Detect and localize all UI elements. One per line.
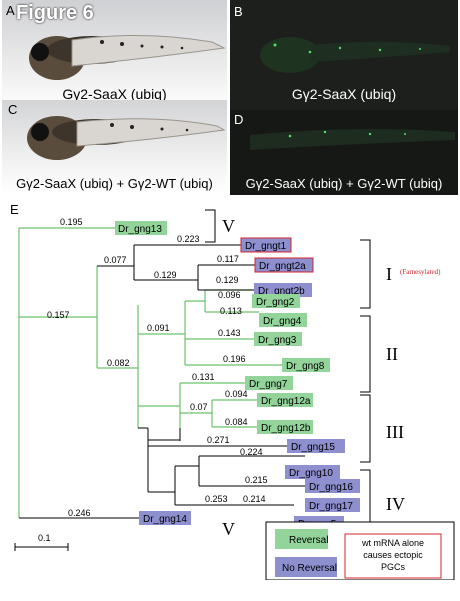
group-label: III (386, 422, 404, 442)
group-label: V (222, 519, 235, 539)
leaf-label: Dr_gng2 (256, 297, 295, 308)
leaf-label: Dr_gngt2a (259, 261, 306, 272)
panel-c: C Gγ2-SaaX (ubiq) + Gγ2-WT (ubiq) (2, 100, 227, 195)
panel-b-caption: Gγ2-SaaX (ubiq) (291, 86, 397, 102)
branch-length: 0.215 (245, 475, 268, 485)
panel-a: A Figure 6 Gγ2-SaaX (ubiq) (2, 0, 227, 110)
group-label: IV (386, 494, 405, 514)
branch-length: 0.224 (240, 447, 263, 457)
panel-d-caption: Gγ2-SaaX (ubiq) + Gγ2-WT (ubiq) (245, 176, 443, 191)
panel-a-caption: Gγ2-SaaX (ubiq) (62, 86, 167, 102)
branch-length: 0.214 (243, 494, 266, 504)
branch-length: 0.253 (205, 494, 228, 504)
branch-length: 0.117 (217, 254, 239, 264)
branch-length: 0.07 (190, 402, 208, 412)
group-label: V (222, 216, 235, 236)
zebrafish-larva-image-c (27, 116, 226, 160)
scale-label: 0.1 (38, 533, 51, 543)
panel-d: D Gγ2-SaaX (ubiq) + Gγ2-WT (ubiq) (230, 110, 458, 195)
branch-length: 0.084 (225, 417, 248, 427)
panel-d-letter: D (234, 112, 244, 127)
phylogenetic-tree: E (10, 202, 455, 580)
panel-c-caption: Gγ2-SaaX (ubiq) + Gγ2-WT (ubiq) (16, 176, 213, 191)
branch-length: 0.077 (104, 255, 127, 265)
leaf-label: Dr_gngt1 (245, 241, 287, 252)
legend-reversal: Reversal (289, 535, 328, 546)
branch-length: 0.113 (220, 306, 242, 316)
legend-wt-line2: causes ectopic (363, 550, 423, 560)
branch-length: 0.096 (218, 290, 241, 300)
branch-length: 0.129 (216, 275, 239, 285)
leaf-label: Dr_gngt2b (258, 286, 305, 297)
fluorescence-image-d (250, 129, 455, 150)
panel-a-letter: A (6, 3, 15, 18)
panel-b-letter: B (234, 4, 243, 19)
leaf-label: Dr_gng17 (309, 501, 353, 512)
branch-length: 0.157 (47, 310, 70, 320)
group-label: I (386, 264, 392, 284)
branch-length: 0.271 (207, 435, 230, 445)
leaf-label: Dr_gng10 (289, 468, 333, 479)
leaf-label: Dr_gng12b (261, 423, 311, 434)
legend-wt-line3: PGCs (381, 562, 406, 572)
branch-length: 0.131 (192, 372, 215, 382)
leaf-label: Dr_gng14 (143, 514, 187, 525)
branch-length: 0.223 (177, 234, 200, 244)
legend-wt-line1: wt mRNA alone (361, 538, 424, 548)
black-branches (19, 244, 305, 519)
legend-no-reversal: No Reversal (282, 563, 337, 574)
leaf-label: Dr_gng16 (309, 482, 353, 493)
panel-e-letter: E (10, 202, 19, 217)
panel-c-letter: C (8, 102, 18, 117)
group-label: II (386, 344, 398, 364)
leaf-label: Dr_gng7 (249, 379, 288, 390)
branch-length: 0.129 (154, 270, 177, 280)
branch-length: 0.143 (218, 328, 241, 338)
leaf-label: Dr_gng15 (291, 442, 335, 453)
leaf-label: Dr_gng12a (261, 396, 311, 407)
green-branches (18, 227, 282, 518)
legend: Reversal No Reversal wt mRNA alone cause… (265, 521, 455, 580)
figure-title: Figure 6 (16, 2, 94, 24)
leaf-label: Dr_gng4 (263, 316, 302, 327)
branch-length: 0.082 (107, 358, 130, 368)
branch-length: 0.091 (147, 323, 170, 333)
leaf-label: Dr_gng3 (258, 335, 297, 346)
leaf-label: Dr_gng8 (286, 361, 325, 372)
branch-length: 0.246 (68, 508, 91, 518)
farnesylated-note: (Farnesylated) (400, 268, 441, 276)
branch-length: 0.196 (223, 354, 246, 364)
fluorescence-image-b (260, 37, 450, 73)
branch-length: 0.195 (60, 217, 83, 227)
branch-length: 0.094 (225, 389, 248, 399)
leaf-label: Dr_gng13 (118, 224, 162, 235)
panel-b: B Gγ2-SaaX (ubiq) (230, 0, 458, 110)
zebrafish-larva-image-a (29, 34, 226, 80)
